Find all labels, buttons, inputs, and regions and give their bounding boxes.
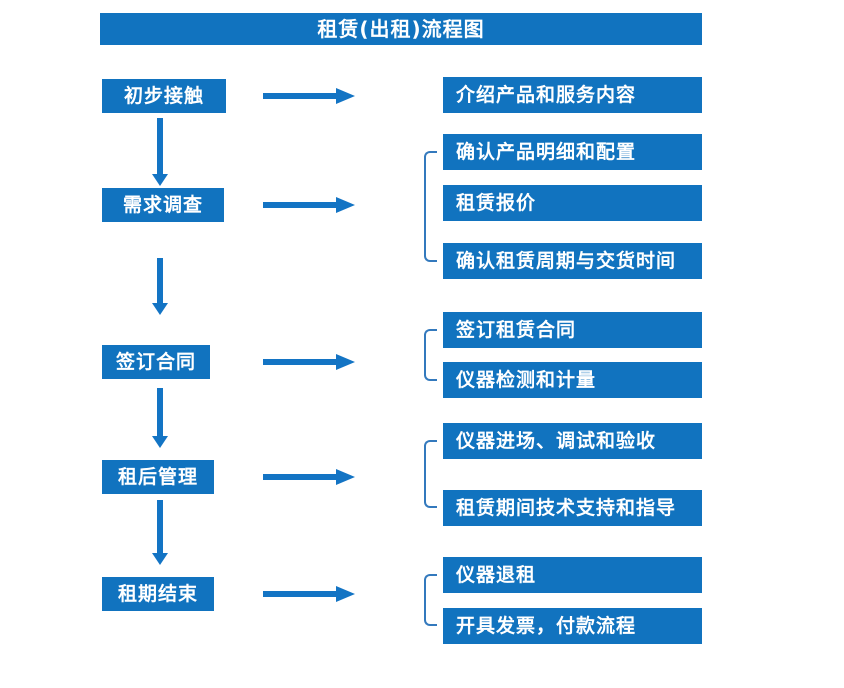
arrow-head	[336, 354, 355, 370]
step-box-rental-period-end: 租期结束	[102, 577, 214, 611]
output-box-rental-quotation: 租赁报价	[443, 185, 702, 221]
output-box-rental-tech-support-guidance: 租赁期间技术支持和指导	[443, 490, 702, 526]
step-box-sign-contract: 签订合同	[102, 345, 210, 379]
down-arrow	[152, 500, 168, 565]
arrow-stem	[157, 258, 163, 304]
arrow-head	[336, 469, 355, 485]
output-box-invoice-payment-process: 开具发票，付款流程	[443, 608, 702, 644]
arrow-head	[336, 197, 355, 213]
arrow-stem	[157, 500, 163, 554]
arrow-head	[152, 553, 168, 565]
step-box-initial-contact: 初步接触	[102, 79, 226, 113]
arrow-stem	[157, 118, 163, 175]
arrow-stem	[263, 591, 336, 597]
arrow-head	[152, 436, 168, 448]
arrow-head	[152, 303, 168, 315]
arrow-head	[336, 586, 355, 602]
arrow-head	[336, 88, 355, 104]
arrow-stem	[263, 202, 336, 208]
output-box-confirm-product-details-config: 确认产品明细和配置	[443, 134, 702, 170]
output-box-sign-rental-contract: 签订租赁合同	[443, 312, 702, 348]
step-box-demand-survey: 需求调查	[102, 188, 224, 222]
arrow-head	[152, 174, 168, 186]
arrow-stem	[263, 93, 336, 99]
output-box-confirm-rental-period-delivery: 确认租赁周期与交货时间	[443, 243, 702, 279]
right-arrow	[263, 586, 355, 602]
group-bracket	[424, 440, 437, 508]
down-arrow	[152, 118, 168, 186]
step-box-post-rental-management: 租后管理	[102, 460, 214, 494]
arrow-stem	[263, 474, 336, 480]
output-box-instrument-arrival-debug-acceptance: 仪器进场、调试和验收	[443, 423, 702, 459]
output-box-instrument-return: 仪器退租	[443, 557, 702, 593]
right-arrow	[263, 88, 355, 104]
group-bracket	[424, 329, 437, 381]
arrow-stem	[157, 388, 163, 437]
right-arrow	[263, 197, 355, 213]
arrow-stem	[263, 359, 336, 365]
flowchart-title: 租赁(出租)流程图	[100, 13, 702, 45]
group-bracket	[424, 574, 437, 626]
down-arrow	[152, 258, 168, 315]
output-box-instrument-testing-metering: 仪器检测和计量	[443, 362, 702, 398]
group-bracket	[424, 151, 437, 262]
right-arrow	[263, 469, 355, 485]
down-arrow	[152, 388, 168, 448]
output-box-introduce-product-services: 介绍产品和服务内容	[443, 77, 702, 113]
right-arrow	[263, 354, 355, 370]
